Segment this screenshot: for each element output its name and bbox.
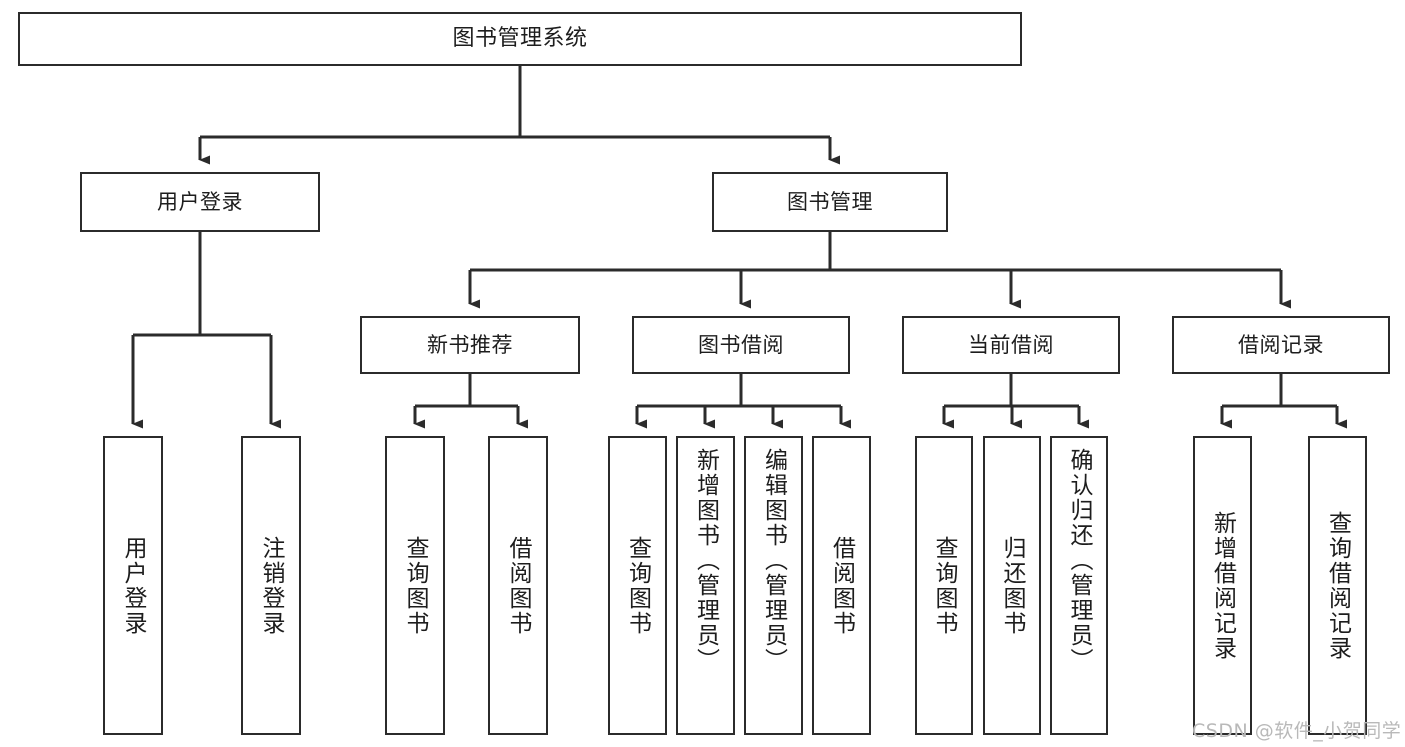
node-leaf-confirm-return[interactable]: 确认归还（管理员） bbox=[1050, 436, 1108, 735]
node-leaf-add-record-label: 新增借阅记录 bbox=[1209, 510, 1236, 661]
node-leaf-query-book-current[interactable]: 查询图书 bbox=[915, 436, 973, 735]
node-user-login-label: 用户登录 bbox=[157, 189, 243, 214]
node-leaf-query-book-recommend-label: 查询图书 bbox=[402, 535, 429, 636]
node-book-manage-label: 图书管理 bbox=[787, 189, 873, 214]
node-leaf-query-book-borrow[interactable]: 查询图书 bbox=[608, 436, 667, 735]
node-leaf-logout[interactable]: 注销登录 bbox=[241, 436, 301, 735]
node-leaf-query-record[interactable]: 查询借阅记录 bbox=[1308, 436, 1367, 735]
node-leaf-user-login-label: 用户登录 bbox=[120, 535, 147, 636]
node-root-label: 图书管理系统 bbox=[452, 26, 588, 52]
node-leaf-query-book-borrow-label: 查询图书 bbox=[624, 535, 651, 636]
node-borrow-record[interactable]: 借阅记录 bbox=[1172, 316, 1390, 374]
node-leaf-query-book-recommend[interactable]: 查询图书 bbox=[385, 436, 445, 735]
node-book-borrow-label: 图书借阅 bbox=[698, 332, 784, 357]
node-leaf-edit-book[interactable]: 编辑图书（管理员） bbox=[744, 436, 803, 735]
csdn-watermark: CSDN @软件_小贺同学 bbox=[1192, 720, 1402, 742]
node-leaf-edit-book-label: 编辑图书（管理员） bbox=[760, 448, 787, 673]
node-leaf-return-book[interactable]: 归还图书 bbox=[983, 436, 1041, 735]
node-user-login[interactable]: 用户登录 bbox=[80, 172, 320, 232]
node-leaf-return-book-label: 归还图书 bbox=[999, 535, 1026, 636]
node-leaf-logout-label: 注销登录 bbox=[258, 535, 285, 636]
node-book-manage[interactable]: 图书管理 bbox=[712, 172, 948, 232]
node-leaf-add-record[interactable]: 新增借阅记录 bbox=[1193, 436, 1252, 735]
node-leaf-borrow-book[interactable]: 借阅图书 bbox=[812, 436, 871, 735]
node-leaf-borrow-book-recommend[interactable]: 借阅图书 bbox=[488, 436, 548, 735]
node-current-borrow-label: 当前借阅 bbox=[968, 332, 1054, 357]
node-leaf-borrow-book-label: 借阅图书 bbox=[828, 535, 855, 636]
node-leaf-add-book[interactable]: 新增图书（管理员） bbox=[676, 436, 735, 735]
node-new-book-recommend-label: 新书推荐 bbox=[427, 332, 513, 357]
node-root[interactable]: 图书管理系统 bbox=[18, 12, 1022, 66]
node-leaf-query-book-current-label: 查询图书 bbox=[931, 535, 958, 636]
node-new-book-recommend[interactable]: 新书推荐 bbox=[360, 316, 580, 374]
node-current-borrow[interactable]: 当前借阅 bbox=[902, 316, 1120, 374]
node-leaf-user-login[interactable]: 用户登录 bbox=[103, 436, 163, 735]
node-leaf-query-record-label: 查询借阅记录 bbox=[1324, 510, 1351, 661]
node-borrow-record-label: 借阅记录 bbox=[1238, 332, 1324, 357]
node-leaf-borrow-book-recommend-label: 借阅图书 bbox=[505, 535, 532, 636]
node-book-borrow[interactable]: 图书借阅 bbox=[632, 316, 850, 374]
node-leaf-add-book-label: 新增图书（管理员） bbox=[692, 448, 719, 673]
node-leaf-confirm-return-label: 确认归还（管理员） bbox=[1066, 448, 1093, 673]
